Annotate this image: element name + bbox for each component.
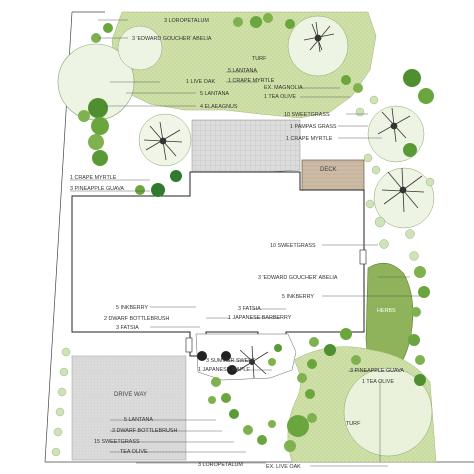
label: TEA OLIVE	[120, 449, 148, 455]
door-front	[185, 337, 193, 353]
tree-symbol-1	[303, 21, 335, 53]
label: 3 PINEAPPLE GUAVA	[70, 186, 124, 192]
shrubs	[51, 13, 435, 457]
label: 1 LIVE OAK	[186, 79, 215, 85]
label: 3 'EDWARD GOUCHER' ABELIA	[132, 36, 212, 42]
label: 3 'EDWARD GOUCHER' ABELIA	[258, 275, 338, 281]
tree-symbol-4	[381, 167, 425, 213]
deck	[301, 159, 365, 191]
label: 1 TEA OLIVE	[362, 379, 394, 385]
house-footprint	[71, 171, 365, 357]
label: 1 CRAPE MYRTLE	[70, 175, 117, 181]
tree-symbol-5	[235, 345, 269, 379]
herbs-label: HERBS	[377, 308, 396, 314]
label: 10 SWEETGRASS	[270, 243, 316, 249]
label: 3 SUMMER SWEET	[206, 358, 256, 364]
label: 3 FATSIA	[238, 306, 261, 312]
label: 1 JAPANESE BARBERRY	[228, 315, 292, 321]
label: 3 DWARF BOTTLEBRUSH	[112, 428, 177, 434]
label: 2 DWARF BOTTLEBRUSH	[104, 316, 169, 322]
label: 5 INKBERRY	[116, 305, 148, 311]
label: EX. LIVE OAK	[266, 464, 301, 470]
tree-symbol-2	[143, 121, 183, 161]
label: 1 CRAPE MYRTLE	[286, 136, 333, 142]
label: 3 LOROPETALUM	[198, 462, 243, 468]
label: TURF	[252, 56, 267, 62]
label: 4 ELAEAGNUS	[200, 104, 238, 110]
live-oak-bottom-canopy	[343, 367, 433, 457]
label: 1 CRAPE MYRTLE	[228, 78, 275, 84]
tree-symbol-3	[377, 107, 411, 143]
label: 1 PAMPAS GRASS	[290, 124, 337, 130]
turf-bottom-label: TURF	[346, 421, 361, 427]
drive-way-label: DRIVE WAY	[114, 392, 147, 398]
label: 1 JAPANESE MAPLE	[198, 367, 250, 373]
label: 3 PINEAPPLE GUAVA	[350, 368, 404, 374]
front-bed	[195, 333, 297, 381]
drive-way	[71, 355, 187, 461]
magnolia-canopy	[287, 15, 349, 77]
patio	[191, 119, 301, 173]
crape-myrtle-canopy	[117, 25, 163, 71]
door-right	[359, 249, 367, 265]
label: 5 LANTANA	[228, 68, 257, 74]
label: 3 FATSIA	[116, 325, 139, 331]
leader-lines	[70, 19, 420, 467]
label: 5 INKBERRY	[282, 294, 314, 300]
label: 3 LOROPETALUM	[164, 18, 209, 24]
label: 5 LANTANA	[200, 91, 229, 97]
label: 15 SWEETGRASS	[94, 439, 140, 445]
deck-label: DECK	[320, 167, 337, 173]
label: 1 TEA OLIVE	[264, 94, 296, 100]
label: 10 SWEETGRASS	[284, 112, 330, 118]
label: 5 LANTANA	[124, 417, 153, 423]
tree-right-canopy	[373, 167, 435, 229]
label: EX. MAGNOLIA	[264, 85, 303, 91]
plant-labels: 3 LOROPETALUM 3 'EDWARD GOUCHER' ABELIA …	[70, 18, 404, 470]
